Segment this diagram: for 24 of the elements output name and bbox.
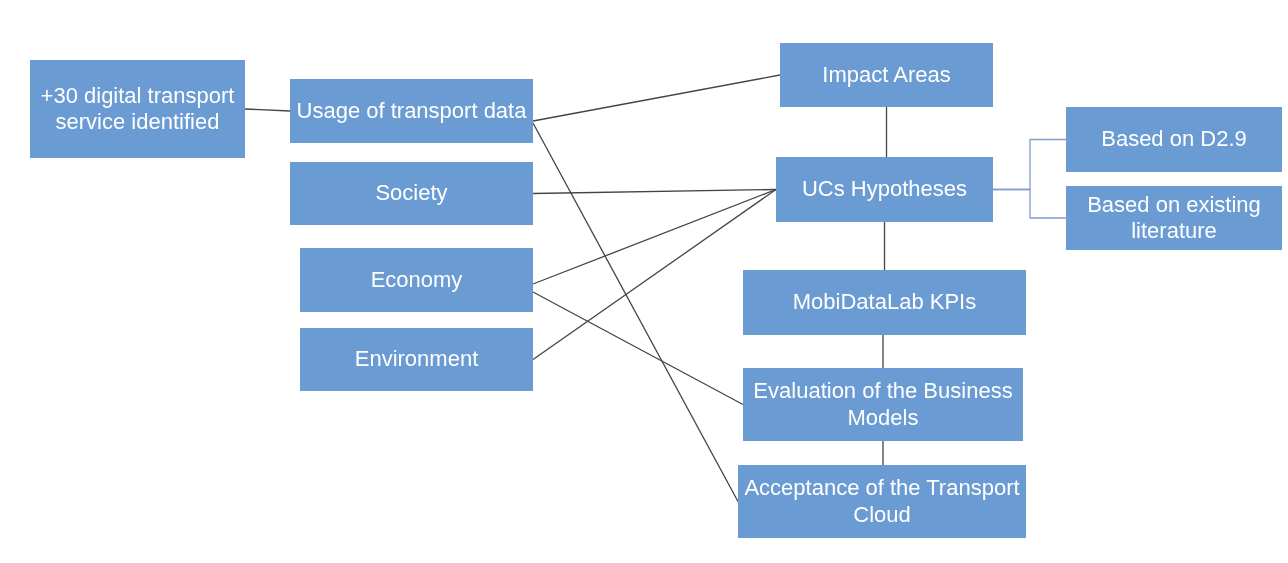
process-box: Impact Areas: [780, 43, 993, 107]
process-box: Based on D2.9: [1066, 107, 1282, 172]
connector-line: [532, 188, 777, 195]
process-box: Based on existing literature: [1066, 186, 1282, 250]
connector-line: [244, 108, 291, 112]
connector-line: [532, 188, 777, 285]
process-box: Usage of transport data: [290, 79, 533, 143]
process-box: Environment: [300, 328, 533, 391]
process-box: Economy: [300, 248, 533, 312]
process-box: +30 digital transport service identified: [30, 60, 245, 158]
connector-line: [883, 221, 886, 271]
process-box: Evaluation of the Business Models: [743, 368, 1023, 441]
connector-line: [882, 334, 884, 369]
connector-line: [532, 122, 739, 503]
connector-line: [532, 188, 777, 361]
connector-line: [532, 74, 781, 122]
connector-line: [885, 106, 888, 158]
process-box: UCs Hypotheses: [776, 157, 993, 222]
process-box: MobiDataLab KPIs: [743, 270, 1026, 335]
process-box: Acceptance of the Transport Cloud: [738, 465, 1026, 538]
process-box: Society: [290, 162, 533, 225]
connector-line: [882, 440, 884, 466]
connector-line: [992, 188, 1067, 219]
connector-line: [532, 291, 744, 406]
